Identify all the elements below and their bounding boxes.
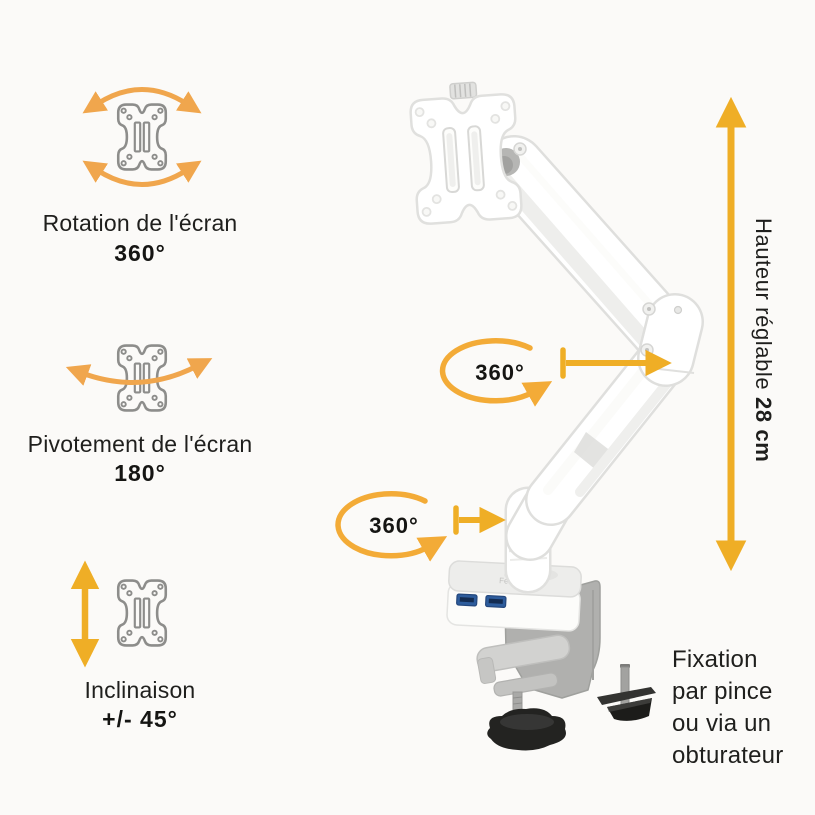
base-rotation-badge-label: 360° [369,513,419,538]
mounting-options-label: Fixation par pince ou via un obturateur [672,644,815,772]
vesa-rotation-icon [82,87,202,187]
vesa-swivel-icon [65,344,213,412]
mounting-line: par pince [672,678,773,705]
swivel-feature-label: Pivotement de l'écran [27,431,253,457]
tilt-feature-label: Inclinaison [84,677,196,703]
clamp-body [504,580,601,699]
clamp-lower-jaw [493,672,559,697]
monitor-arm: Fellowes [409,81,704,751]
vesa-plate [409,81,523,225]
height-value-text: 28 cm [751,396,776,463]
clamp-upper-jaw [476,634,571,684]
elbow-screw [640,302,656,357]
grommet-mount-icon [597,664,656,721]
rotation-feature-label: Rotation de l'écran [42,210,238,236]
elbow-rotation-badge-label: 360° [475,360,525,385]
height-label-text: Hauteur réglable [751,217,776,397]
base-platform: Fellowes [446,560,582,632]
arm-head-screw [513,142,527,156]
riser-post [504,486,558,594]
usb-port-icon [485,594,507,609]
vesa-ball-joint [492,148,520,176]
swivel-feature-value: 180° [114,460,166,486]
lower-arm [505,330,692,561]
clamp-screw-rod [512,691,523,723]
vesa-tilt-icon [70,560,168,668]
upper-arm [483,135,695,365]
mounting-line: ou via un [672,710,772,737]
clamp-knob [487,708,566,751]
mounting-line: obturateur [672,742,784,769]
brand-logo: Fellowes [499,576,531,587]
rotation-feature-value: 360° [114,240,166,266]
usb-port-icon [456,593,478,607]
tilt-feature-value: +/- 45° [102,706,178,732]
mounting-line: Fixation [672,646,758,673]
height-dimension-label: Hauteur réglable 28 cm [740,206,786,474]
elbow-joint [637,293,704,387]
